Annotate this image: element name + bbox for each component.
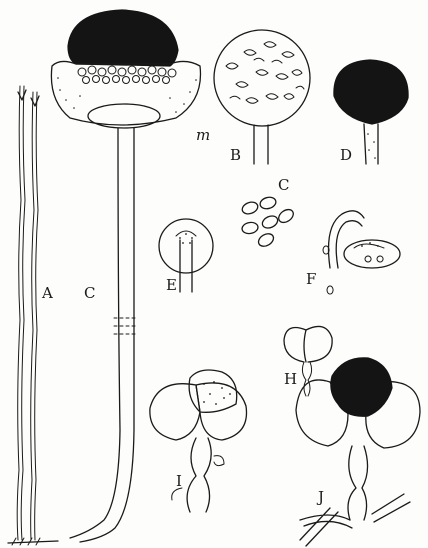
part-c-spores: [241, 196, 296, 249]
label-c-stalk: C: [84, 284, 95, 302]
label-c-spores: C: [278, 176, 289, 194]
part-i-conjugation: [150, 370, 247, 512]
part-f-germination: [323, 211, 400, 294]
label-j: J: [316, 488, 324, 506]
stipple-d: [367, 133, 376, 159]
label-i: I: [176, 472, 182, 490]
spore-mass: [226, 42, 304, 104]
stipple: [57, 77, 197, 113]
label-m: m: [196, 126, 210, 144]
stipple-e: [179, 233, 193, 244]
label-a: A: [41, 284, 53, 302]
label-e: E: [166, 276, 177, 294]
granule-band: [78, 66, 176, 84]
part-j-zygospore: [296, 358, 420, 546]
label-f: F: [306, 270, 316, 288]
part-b-sporangium: [214, 30, 310, 164]
label-d: D: [340, 146, 352, 164]
label-h: H: [284, 370, 297, 388]
figure-labels: A C B D C E F H I J m: [41, 126, 352, 506]
label-b: B: [230, 146, 241, 164]
part-c-sporangium: [51, 10, 200, 542]
part-a-sporangiophores: [8, 86, 58, 545]
